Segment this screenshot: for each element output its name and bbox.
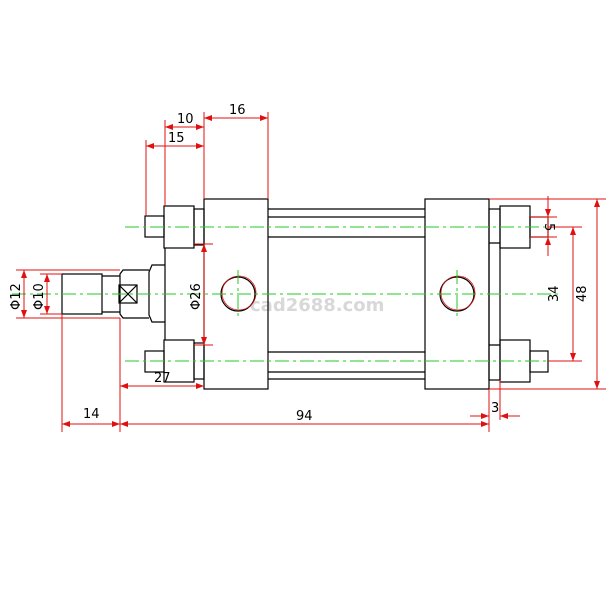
dim-48: 48 xyxy=(575,285,590,302)
dim-34: 34 xyxy=(547,285,562,302)
centerlines xyxy=(12,226,560,362)
dim-94: 94 xyxy=(296,409,313,424)
dimensions xyxy=(16,112,606,432)
dim-14: 14 xyxy=(83,407,100,422)
dimension-labels: 16 10 15 Φ26 Φ12 Φ10 27 14 94 3 5 34 48 xyxy=(9,103,590,424)
tie-rods xyxy=(268,208,425,380)
dim-dia12: Φ12 xyxy=(9,283,24,310)
dim-15: 15 xyxy=(168,131,185,146)
dim-dia10: Φ10 xyxy=(32,283,47,310)
dim-dia26: Φ26 xyxy=(189,283,204,310)
dim-10: 10 xyxy=(177,112,194,127)
dim-27: 27 xyxy=(154,371,171,386)
dim-5: 5 xyxy=(541,223,556,231)
dim-3: 3 xyxy=(491,401,499,416)
watermark: cad2688.com xyxy=(250,295,384,316)
dim-16: 16 xyxy=(229,103,246,118)
